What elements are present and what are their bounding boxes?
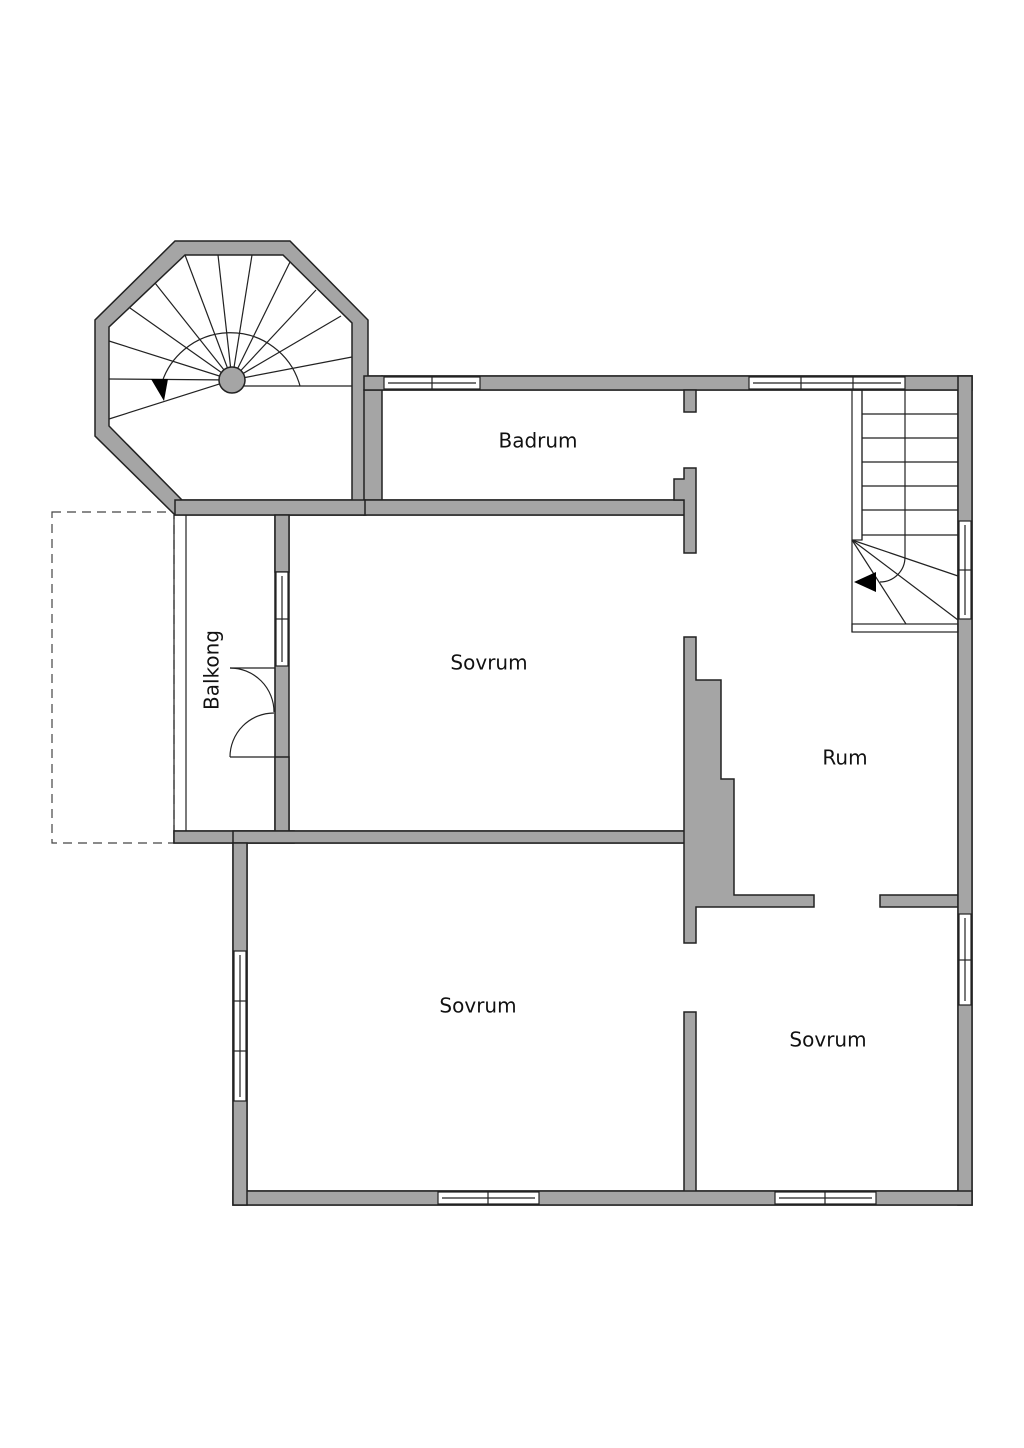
wall-segment [274,756,290,832]
wall-segment [232,830,686,844]
room-label-sovrum-2: Sovrum [439,994,516,1018]
chimney [683,636,815,944]
wall-segment [673,467,697,554]
stair-direction-arrow-icon [151,379,168,401]
stair-direction-arrow-icon [854,572,876,592]
wall-segment [683,389,697,413]
room-label-rum: Rum [822,746,867,770]
balcony-outline [51,511,175,844]
wall-segment [363,499,695,516]
wall-segment [174,499,366,516]
stair-newel-post [218,366,246,394]
room-label-balkong: Balkong [200,630,224,710]
wall-segment [274,514,290,573]
wall-segment [683,1011,697,1193]
room-label-sovrum-3: Sovrum [789,1028,866,1052]
room-label-sovrum-1: Sovrum [450,651,527,675]
room-label-badrum: Badrum [498,429,577,453]
windows [233,376,972,1205]
spiral-stair [108,254,353,420]
balcony-door[interactable] [229,667,276,758]
wall-segment [879,894,959,908]
straight-stair [851,389,959,633]
wall-segment [957,375,973,1206]
